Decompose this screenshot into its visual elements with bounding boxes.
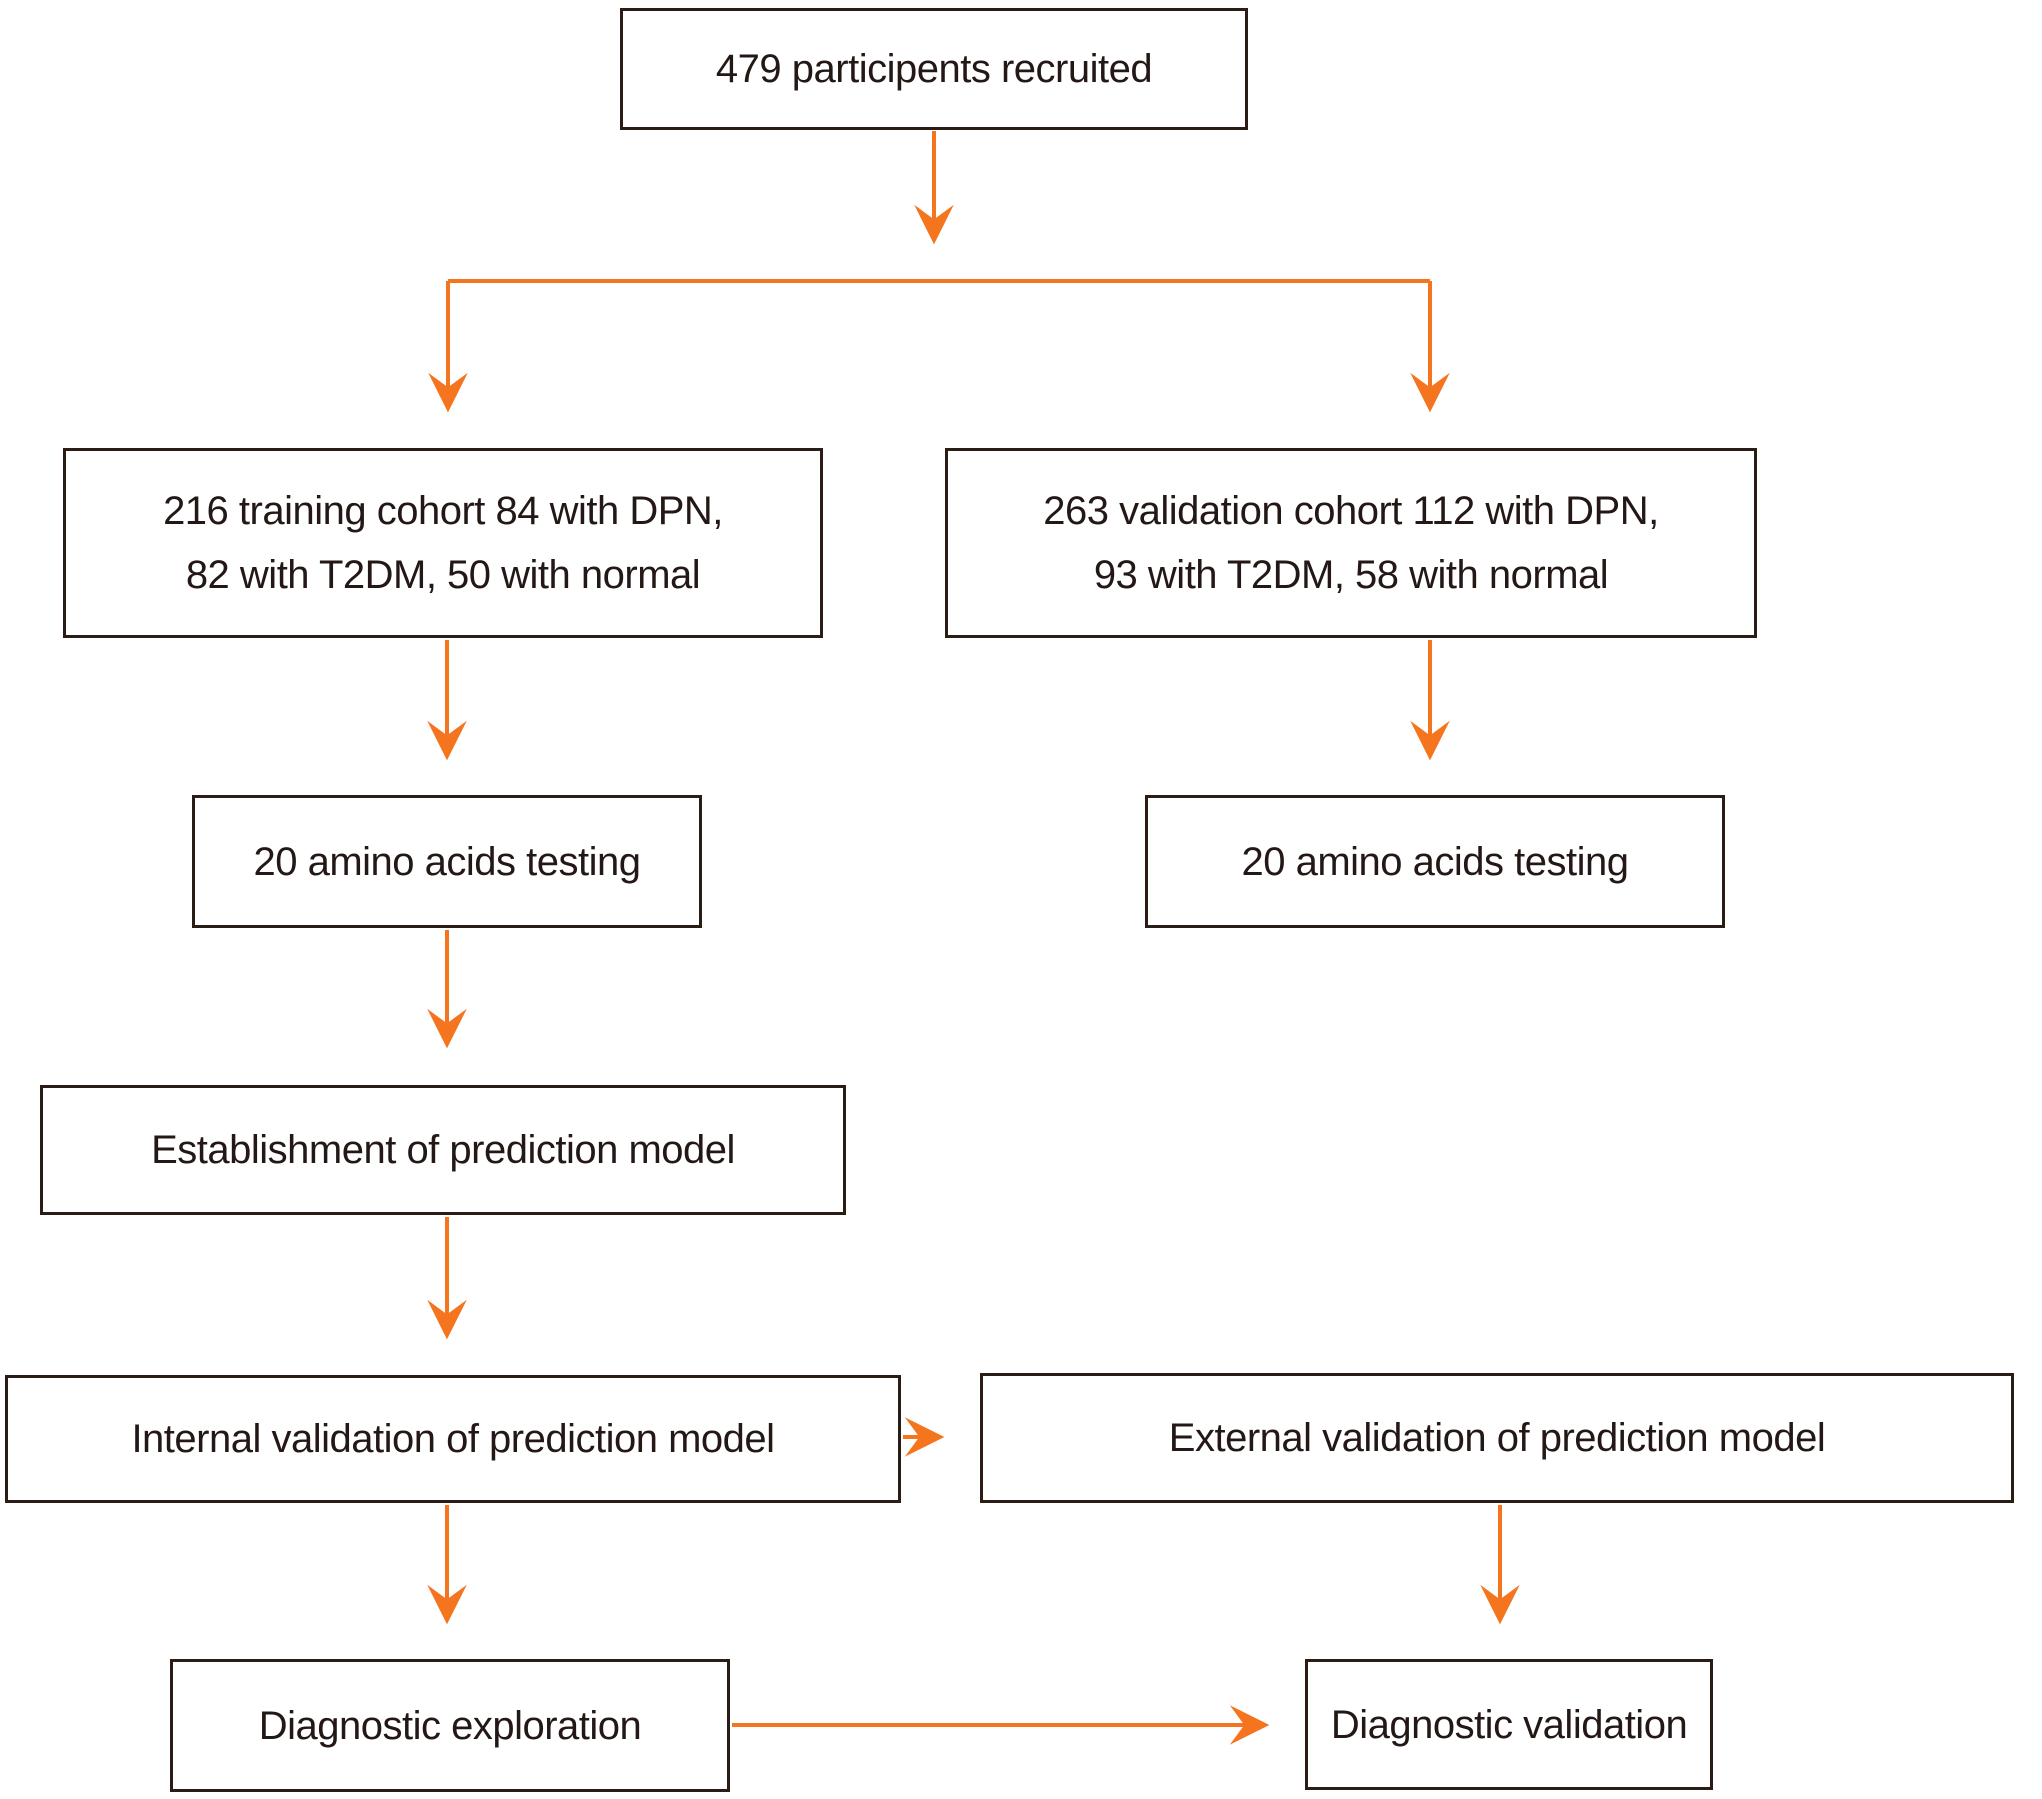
node-establishment: Establishment of prediction model [40,1085,846,1215]
node-training-cohort-line2: 82 with T2DM, 50 with normal [185,553,701,597]
node-external-validation: External validation of prediction model [980,1373,2014,1503]
node-validation-cohort: 263 validation cohort 112 with DPN, 93 w… [945,448,1757,638]
node-validation-cohort-line2: 93 with T2DM, 58 with normal [1093,553,1609,597]
node-diagnostic-exploration: Diagnostic exploration [170,1659,730,1792]
node-amino-testing-left-label: 20 amino acids testing [253,839,641,884]
node-training-cohort-line1: 216 training cohort 84 with DPN, [163,489,723,533]
node-diagnostic-exploration-label: Diagnostic exploration [258,1703,642,1748]
node-internal-validation: Internal validation of prediction model [5,1375,901,1503]
node-recruited-label: 479 participents recruited [715,47,1153,91]
node-diagnostic-validation: Diagnostic validation [1305,1659,1713,1790]
node-establishment-label: Establishment of prediction model [151,1128,735,1172]
node-internal-validation-label: Internal validation of prediction model [131,1417,775,1461]
node-recruited: 479 participents recruited [620,8,1248,130]
node-validation-cohort-line1: 263 validation cohort 112 with DPN, [1043,489,1659,533]
node-training-cohort: 216 training cohort 84 with DPN, 82 with… [63,448,823,638]
node-external-validation-label: External validation of prediction model [1168,1416,1826,1460]
node-amino-testing-right-label: 20 amino acids testing [1241,839,1629,884]
node-diagnostic-validation-label: Diagnostic validation [1330,1702,1688,1747]
node-amino-testing-left: 20 amino acids testing [192,795,702,928]
node-amino-testing-right: 20 amino acids testing [1145,795,1725,928]
